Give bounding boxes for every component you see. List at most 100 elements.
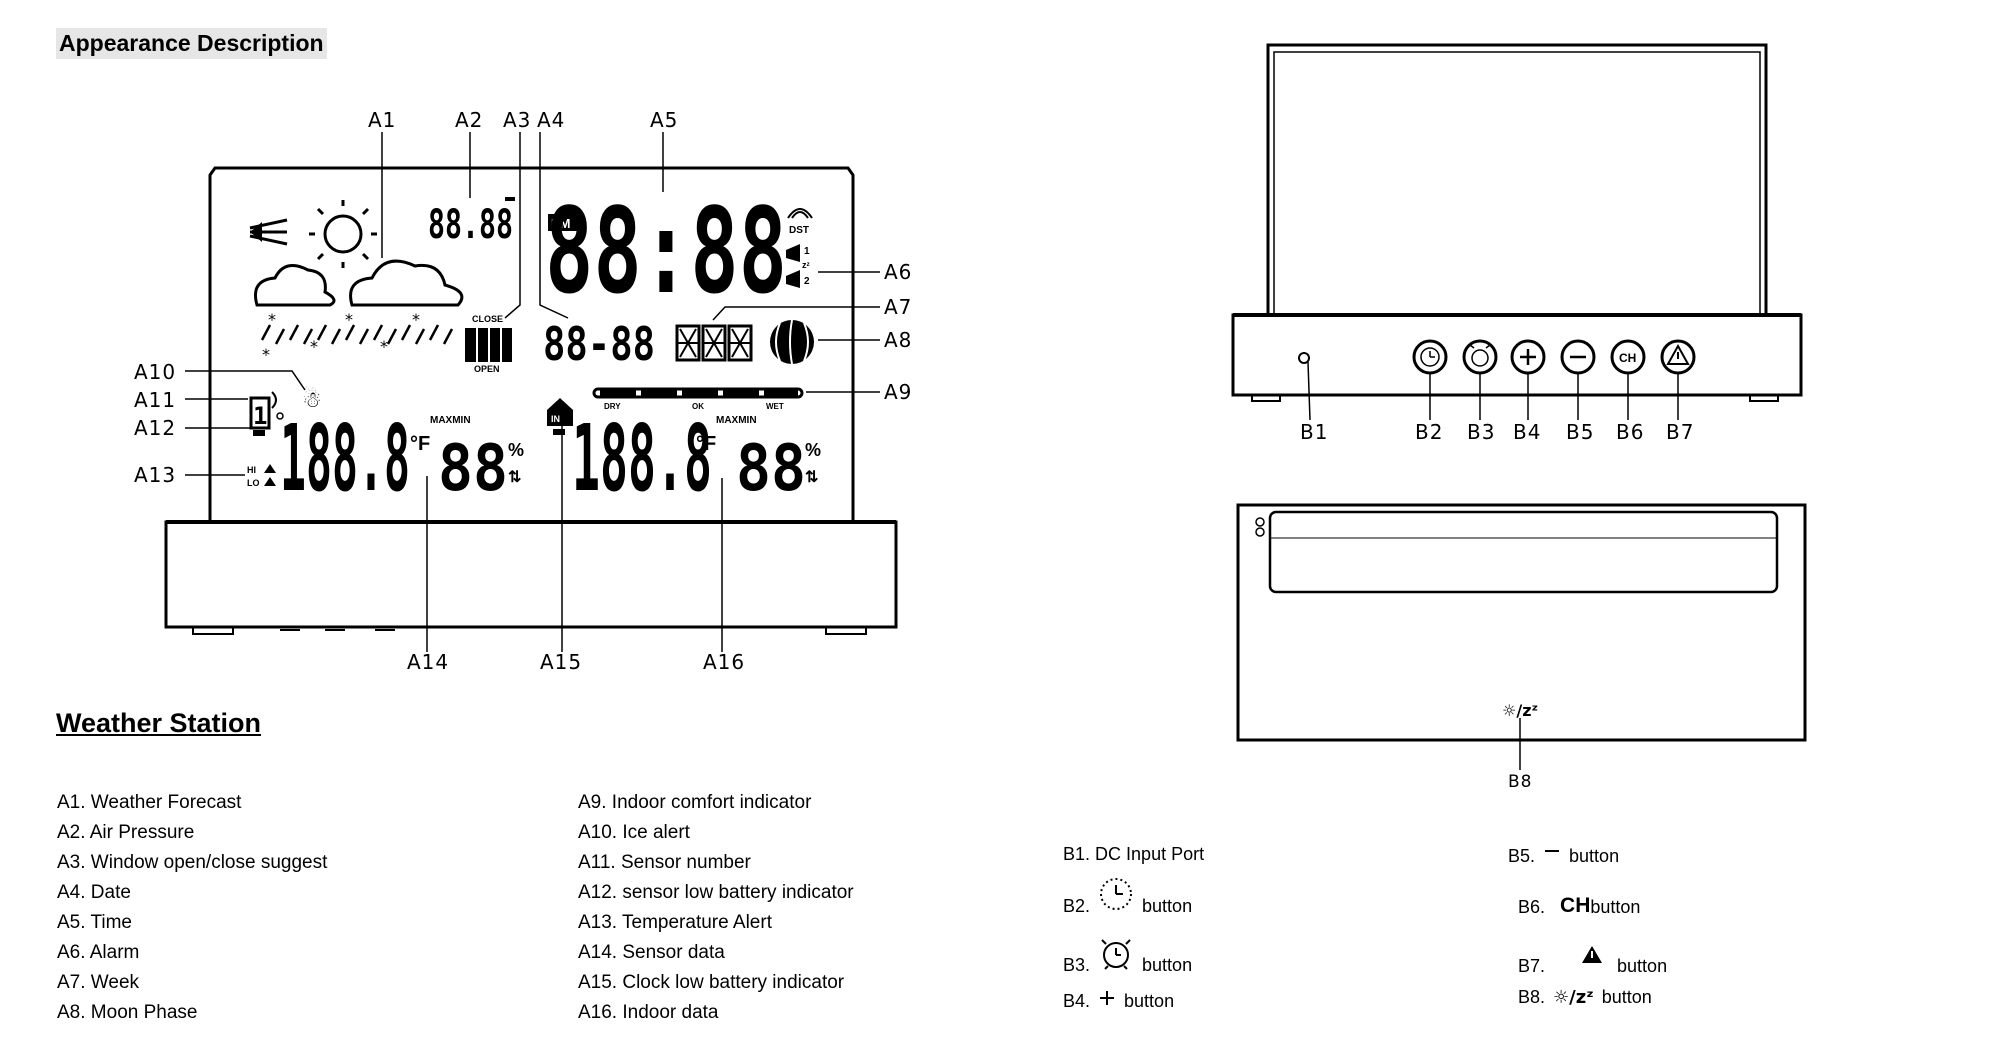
- legend-item: A14. Sensor data: [578, 942, 725, 963]
- legend-item: A12. sensor low battery indicator: [578, 882, 854, 903]
- weather-forecast-icon: *** ***: [249, 200, 464, 364]
- legend-item: A15. Clock low battery indicator: [578, 972, 845, 993]
- window-open-close-icon: CLOSE OPEN: [465, 314, 512, 374]
- legend-item: A16. Indoor data: [578, 1002, 719, 1023]
- ok-label: OK: [692, 402, 704, 411]
- legend-item: A13. Temperature Alert: [578, 912, 772, 933]
- sensor-percent: %: [508, 440, 524, 460]
- pm-label: PM: [551, 216, 571, 231]
- svg-text:*: *: [412, 310, 420, 329]
- callout-a10: A10: [134, 360, 177, 384]
- button-b6-ch-icon[interactable]: CH: [1610, 339, 1646, 375]
- callout-b2: B2: [1415, 420, 1444, 444]
- svg-text:*: *: [345, 310, 353, 329]
- moon-phase-icon: [770, 319, 814, 365]
- legend-item: A8. Moon Phase: [57, 1002, 198, 1023]
- svg-text:⇅: ⇅: [508, 469, 521, 486]
- callout-b4: B4: [1513, 420, 1542, 444]
- legend-item: A2. Air Pressure: [57, 822, 195, 843]
- plus-icon: [1098, 989, 1116, 1012]
- indoor-icon: IN: [547, 398, 573, 435]
- callout-b7: B7: [1666, 420, 1695, 444]
- b7-legend: B7. button: [1518, 938, 1667, 977]
- b4-legend: B4. button: [1063, 989, 1175, 1012]
- top-view-device: [1231, 43, 1803, 402]
- callout-b3: B3: [1467, 420, 1496, 444]
- date-display: 88-88: [543, 317, 655, 371]
- legend-item: A10. Ice alert: [578, 822, 690, 843]
- legend-item: A3. Window open/close suggest: [57, 852, 328, 873]
- b8-back-label: ☼/zᶻ: [1502, 701, 1538, 720]
- pressure-value: 88.88: [428, 202, 513, 248]
- legend-item: A4. Date: [57, 882, 131, 903]
- sensor-data-display: 188.8 °F MAXMIN 88 % ⇅: [280, 405, 524, 512]
- dst-label: DST: [789, 225, 809, 236]
- callout-a3: A3: [503, 108, 532, 132]
- callout-a11: A11: [134, 388, 177, 412]
- callout-lines: [185, 132, 880, 652]
- svg-text:*: *: [268, 310, 276, 329]
- svg-text:2: 2: [804, 276, 810, 287]
- callout-b5: B5: [1566, 420, 1595, 444]
- wet-label: WET: [766, 402, 784, 411]
- dry-label: DRY: [604, 402, 621, 411]
- b1-legend: B1. DC Input Port: [1063, 844, 1205, 864]
- svg-text:⇅: ⇅: [805, 469, 818, 486]
- svg-text:CH: CH: [1619, 351, 1636, 365]
- close-label: CLOSE: [472, 314, 503, 324]
- lo-label: LO: [247, 478, 260, 488]
- back-view-device: [1236, 503, 1807, 770]
- button-b2-clock-icon[interactable]: [1412, 339, 1448, 375]
- indoor-temp-value: 188.8: [572, 405, 712, 512]
- callout-a4: A4: [537, 108, 566, 132]
- callout-a6: A6: [884, 260, 913, 284]
- minus-icon: [1543, 844, 1561, 867]
- button-b4-plus-icon[interactable]: [1510, 339, 1546, 375]
- indoor-percent: %: [805, 440, 821, 460]
- air-pressure-display: 88.88: [428, 197, 515, 248]
- legend-item: A1. Weather Forecast: [57, 792, 242, 813]
- weather-station-title: Weather Station: [56, 708, 262, 738]
- callout-a5: A5: [650, 108, 679, 132]
- ch-icon: CH: [1560, 894, 1591, 917]
- button-b3-alarm-icon[interactable]: [1462, 339, 1498, 375]
- svg-text:1: 1: [253, 402, 267, 430]
- callout-a1: A1: [368, 108, 397, 132]
- open-label: OPEN: [474, 364, 500, 374]
- date-value: 88-88: [543, 317, 655, 371]
- button-b7-warning-icon[interactable]: [1660, 339, 1696, 375]
- callout-a16: A16: [703, 650, 746, 674]
- button-b5-minus-icon[interactable]: [1560, 339, 1596, 375]
- sensor-hum-value: 88: [438, 432, 508, 506]
- week-display: [675, 324, 753, 362]
- in-label: IN: [551, 414, 560, 424]
- callout-b8: B8: [1508, 772, 1533, 792]
- callout-a12: A12: [134, 416, 177, 440]
- b2-legend: B2. button: [1063, 876, 1192, 917]
- comfort-indicator: DRY OK WET: [592, 387, 804, 411]
- callout-a14: A14: [407, 650, 450, 674]
- b8-legend: B8. ☼/zᶻ button: [1518, 987, 1652, 1008]
- svg-text:zᶻ: zᶻ: [802, 260, 810, 270]
- svg-text:1: 1: [804, 246, 810, 257]
- callout-a13: A13: [134, 463, 177, 487]
- callout-a7: A7: [884, 295, 913, 319]
- callout-b1: B1: [1300, 420, 1329, 444]
- b3-legend: B3. button: [1063, 935, 1192, 976]
- warning-icon: [1575, 938, 1609, 977]
- alarm-icon: 1 zᶻ 2: [786, 244, 810, 288]
- legend-right: A9. Indoor comfort indicator A10. Ice al…: [578, 788, 854, 1028]
- ice-alert-icon: ☃: [302, 386, 322, 413]
- legend-item: A7. Week: [57, 972, 140, 993]
- svg-text:*: *: [380, 337, 388, 356]
- temperature-alert-icon: HI LO: [247, 464, 276, 488]
- front-device: [164, 166, 898, 635]
- svg-text:°F: °F: [696, 433, 716, 455]
- light-snooze-icon: ☼/zᶻ: [1553, 987, 1594, 1008]
- legend-item: A6. Alarm: [57, 942, 140, 963]
- legend-item: A9. Indoor comfort indicator: [578, 792, 812, 813]
- callout-a15: A15: [540, 650, 583, 674]
- legend-item: A5. Time: [57, 912, 132, 933]
- callout-a2: A2: [455, 108, 484, 132]
- indoor-hum-value: 88: [736, 432, 806, 506]
